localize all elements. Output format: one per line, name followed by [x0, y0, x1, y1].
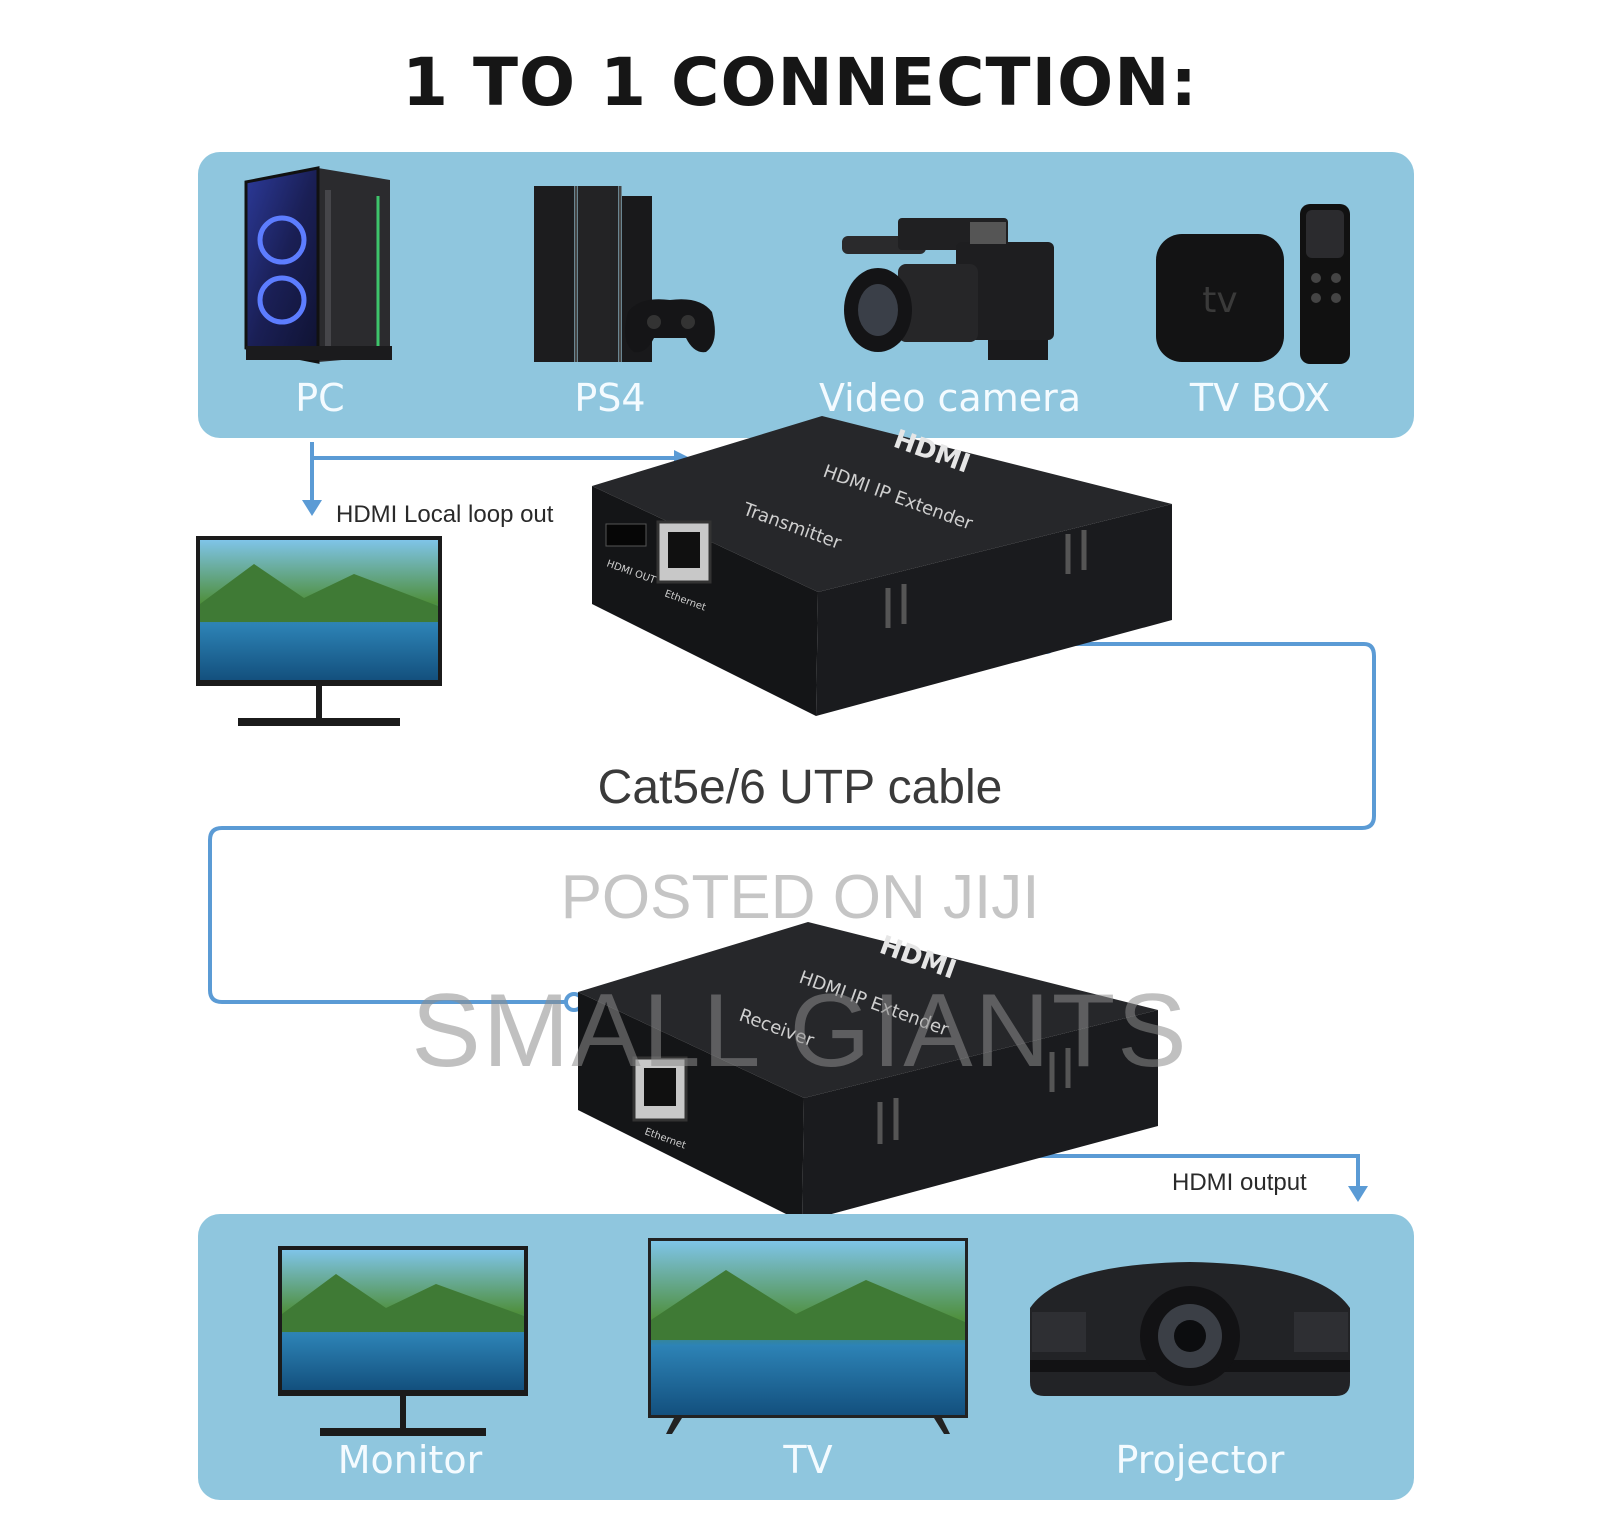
projector-icon	[1030, 1262, 1350, 1396]
output-label-tv: TV	[783, 1438, 833, 1482]
pc-tower-icon	[244, 166, 392, 364]
watermark-small-giants: SMALL GIANTS	[411, 973, 1189, 1089]
loop-out-monitor-icon	[196, 536, 442, 726]
loop-out-label: HDMI Local loop out	[336, 501, 554, 528]
arrow-down-icon	[302, 500, 322, 516]
arrow-down-icon	[1348, 1186, 1368, 1202]
output-label-monitor: Monitor	[337, 1438, 483, 1482]
tv-box-icon: tv	[1156, 204, 1350, 364]
watermark-posted-on-jiji: POSTED ON JIJI	[560, 863, 1040, 932]
source-label-video-camera: Video camera	[818, 376, 1082, 420]
diagram-title: 1 TO 1 CONNECTION:	[402, 44, 1198, 121]
utp-cable-line	[208, 642, 1376, 1004]
source-label-pc: PC	[295, 376, 345, 420]
hdmi-output-label: HDMI output	[1172, 1169, 1307, 1196]
tv-icon	[648, 1238, 968, 1434]
transmitter-device: HDMI HDMI IP Extender Transmitter HDMI O…	[592, 416, 1172, 716]
tv-box-logo: tv	[1202, 280, 1237, 321]
receiver-device: HDMI HDMI IP Extender Receiver Ethernet	[578, 922, 1158, 1222]
cable-label: Cat5e/6 UTP cable	[597, 761, 1003, 814]
source-label-tv-box: TV BOX	[1189, 376, 1331, 420]
output-line	[1018, 1154, 1360, 1192]
output-label-projector: Projector	[1115, 1438, 1285, 1482]
ps4-console-icon	[534, 186, 715, 362]
hdmi-out-port-icon	[605, 523, 647, 547]
monitor-icon	[278, 1246, 528, 1436]
video-camera-icon	[842, 218, 1054, 360]
source-label-ps4: PS4	[574, 376, 646, 420]
